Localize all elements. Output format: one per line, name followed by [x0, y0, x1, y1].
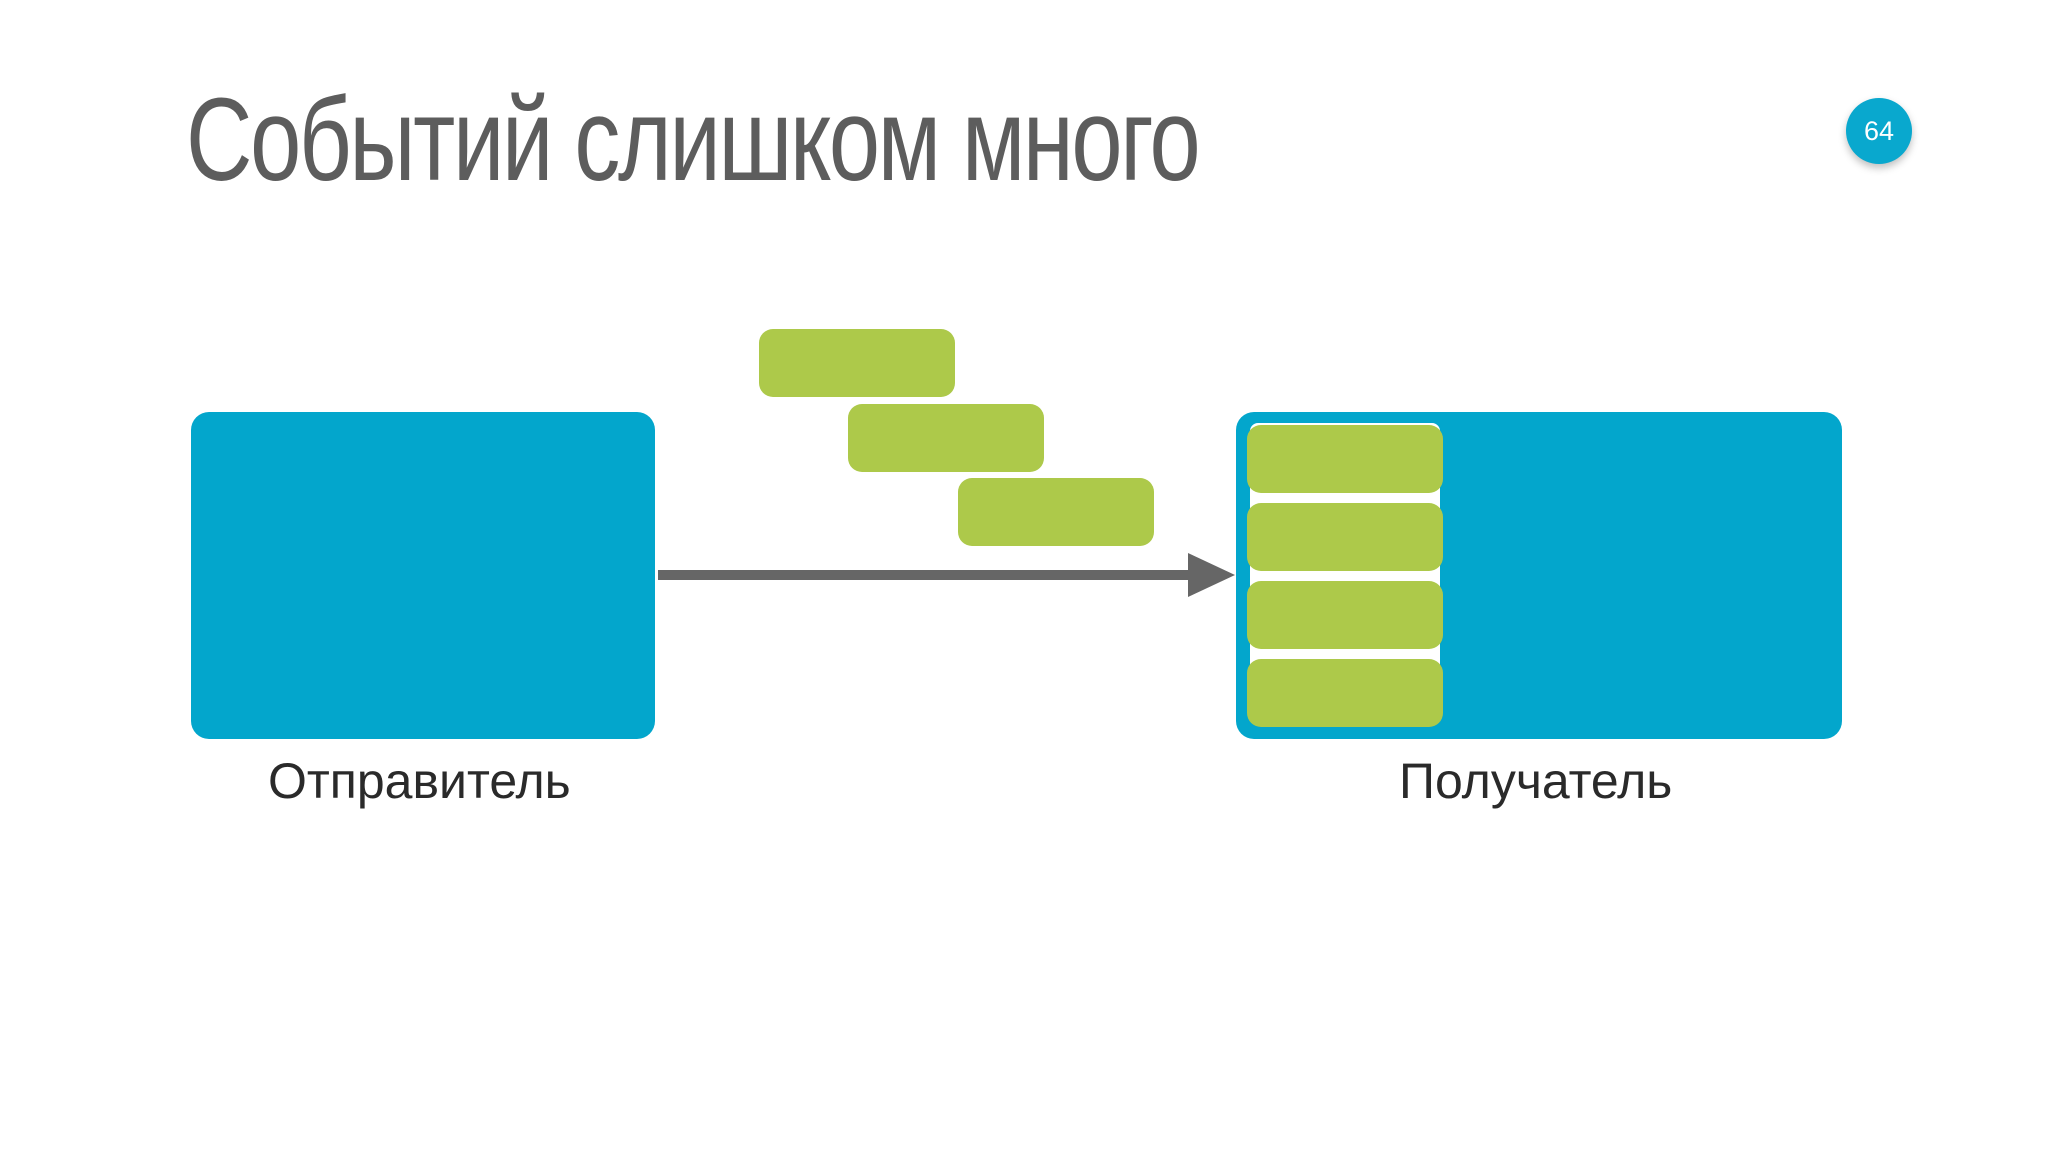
queued-event: [1247, 659, 1443, 727]
sender-label: Отправитель: [268, 753, 571, 809]
queued-event: [1247, 503, 1443, 571]
receiver-label: Получатель: [1399, 753, 1673, 809]
page-number-badge: 64: [1846, 98, 1912, 164]
send-arrow: [658, 553, 1235, 597]
event-in-flight: [958, 478, 1154, 546]
queued-event: [1247, 581, 1443, 649]
queued-event: [1247, 425, 1443, 493]
event-in-flight: [848, 404, 1044, 472]
page-number: 64: [1863, 115, 1895, 146]
slide-title: Событий слишком много: [186, 74, 1201, 206]
event-in-flight: [759, 329, 955, 397]
sender-node: [191, 412, 655, 739]
